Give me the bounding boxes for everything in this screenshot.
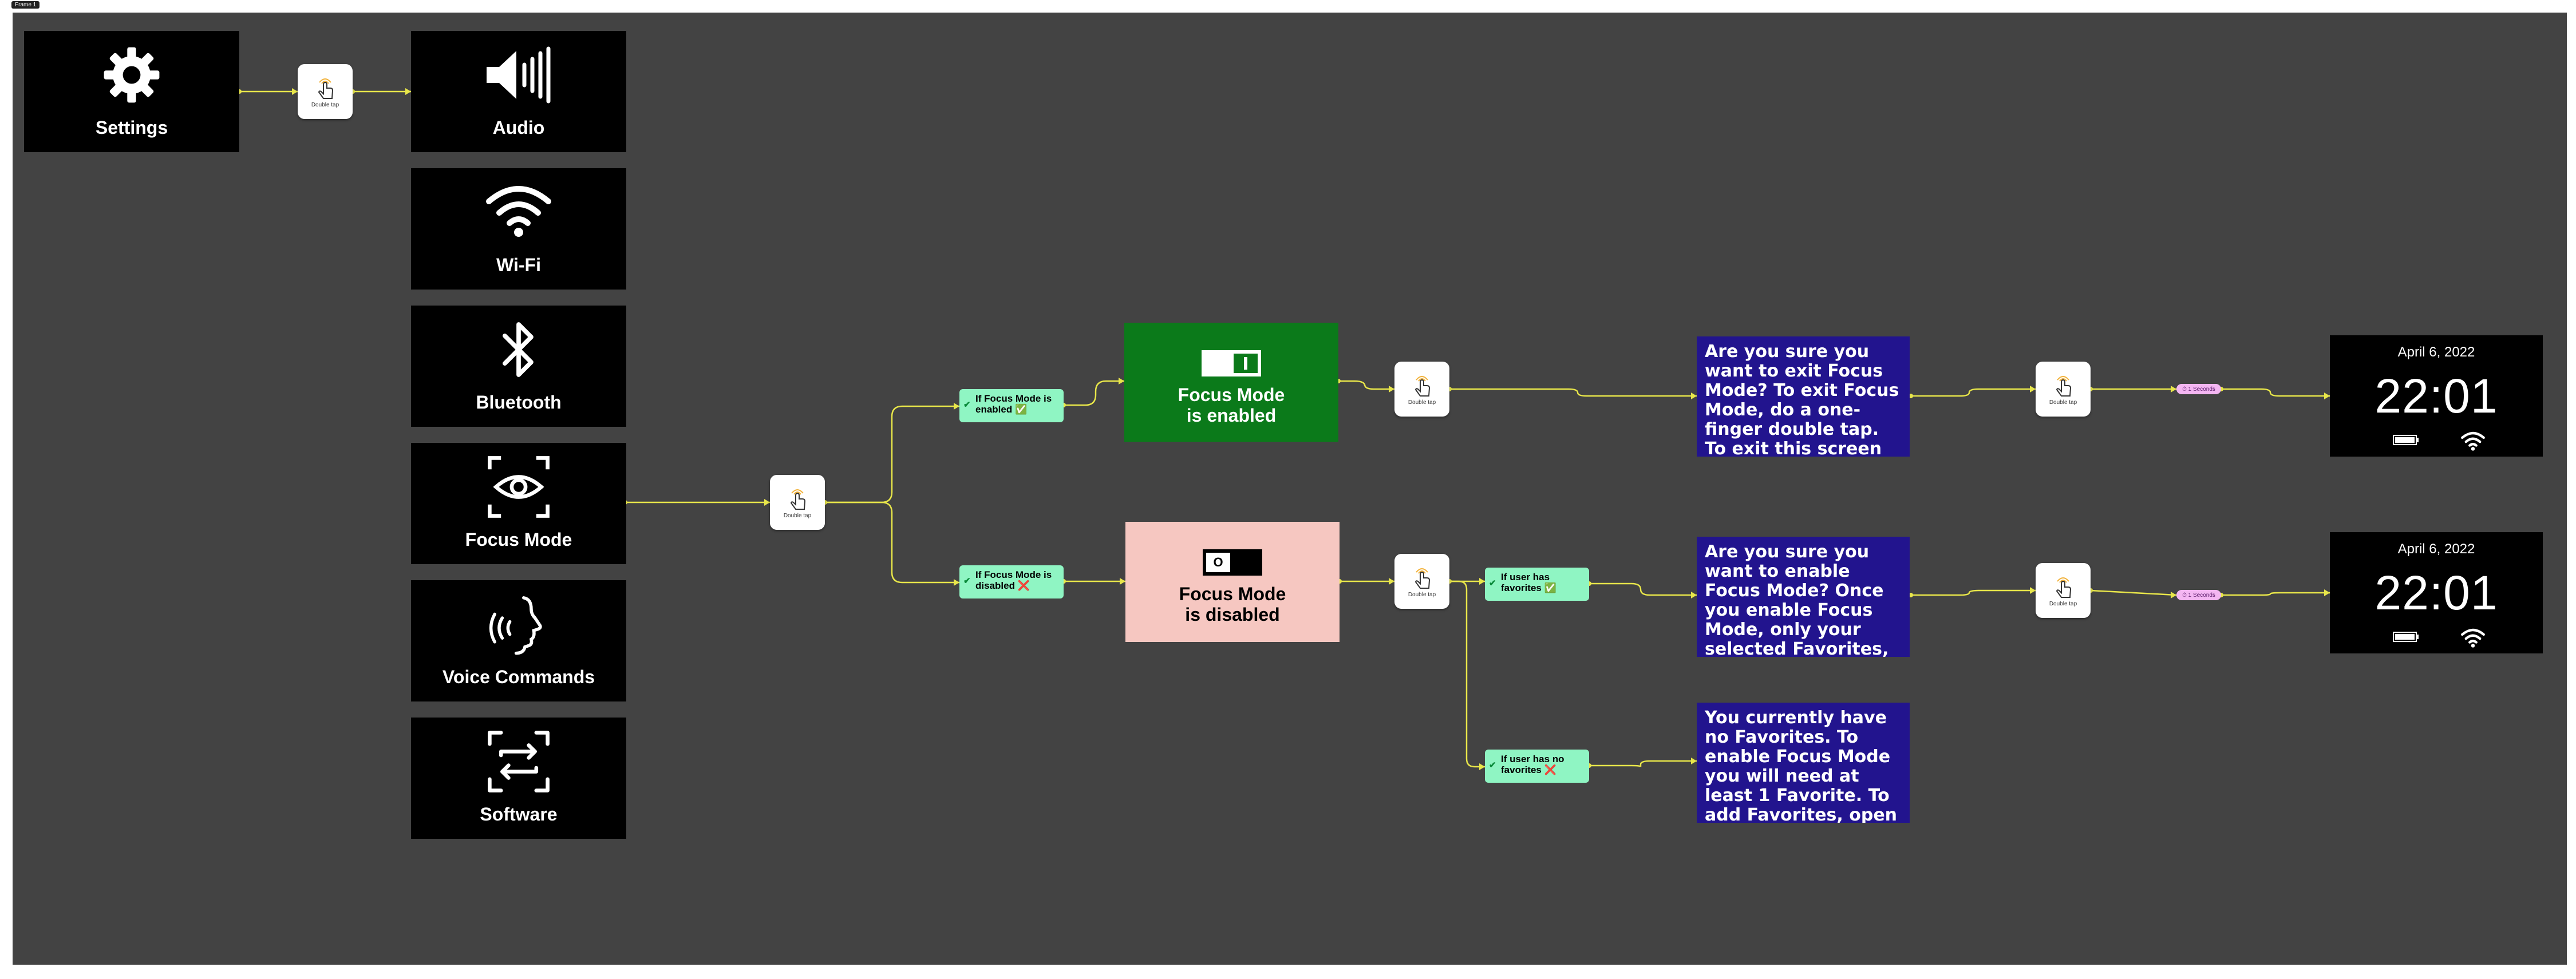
eye-icon [411,455,626,518]
double-tap-label: Double tap [1408,591,1436,598]
double-tap-node-settings[interactable]: Double tap [298,64,353,119]
audio-card[interactable]: Audio [411,31,626,152]
double-tap-node-enable[interactable]: Double tap [2036,563,2091,618]
double-tap-node-focus[interactable]: Double tap [770,475,825,530]
bluetooth-icon [411,318,626,381]
focus-disabled-card[interactable]: O Focus Mode is disabled [1125,522,1340,642]
enable-focus-prompt: Are you sure you want to enable Focus Mo… [1697,537,1910,657]
speaker-icon [411,43,626,106]
condition-no-favorites: ✔ If user has no favorites ❌ [1485,750,1589,783]
bluetooth-label: Bluetooth [476,392,562,413]
condition-text: If Focus Mode is enabled ✅ [975,393,1052,415]
voice-commands-label: Voice Commands [442,667,595,687]
clock-screen-top: April 6, 2022 22:01 [2330,335,2543,457]
clock-date: April 6, 2022 [2397,541,2475,557]
voice-commands-card[interactable]: Voice Commands [411,580,626,701]
wifi-card[interactable]: Wi-Fi [411,168,626,290]
condition-focus-enabled: ✔ If Focus Mode is enabled ✅ [959,389,1064,422]
battery-icon [2393,632,2419,642]
double-tap-label: Double tap [311,101,339,108]
focus-enabled-card[interactable]: Focus Mode is enabled [1124,323,1338,442]
double-tap-node-disabled[interactable]: Double tap [1394,554,1449,609]
flow-canvas [13,13,2567,965]
clock-time: 22:01 [2374,369,2498,423]
frame-label: Frame 1 [11,1,40,9]
wifi-icon [411,181,626,238]
branch-check-icon: ✔ [1489,578,1496,588]
double-tap-label: Double tap [783,512,812,519]
condition-has-favorites: ✔ If user has favorites ✅ [1485,568,1589,601]
clock-date: April 6, 2022 [2397,344,2475,360]
exit-focus-prompt: Are you sure you want to exit Focus Mode… [1697,336,1910,457]
audio-label: Audio [492,117,545,138]
clock-time: 22:01 [2374,566,2498,620]
settings-card[interactable]: Settings [24,31,239,152]
double-tap-icon [790,489,806,510]
battery-icon [2393,435,2419,445]
gear-icon [24,43,239,106]
software-label: Software [480,804,558,825]
double-tap-label: Double tap [2049,600,2077,607]
double-tap-label: Double tap [1408,399,1436,406]
bluetooth-card[interactable]: Bluetooth [411,306,626,427]
focus-mode-label: Focus Mode [465,529,572,550]
branch-check-icon: ✔ [1489,760,1496,770]
wifi-label: Wi-Fi [496,255,541,275]
condition-text: If Focus Mode is disabled ❌ [975,569,1052,591]
timer-badge-top: ⏱ 1 Seconds [2176,384,2221,394]
voice-icon [411,593,626,656]
timer-badge-bottom: ⏱ 1 Seconds [2176,590,2221,600]
double-tap-node-enabled[interactable]: Double tap [1394,362,1449,417]
toggle-on-icon [1202,350,1261,376]
toggle-off-icon: O [1203,549,1262,576]
focus-mode-card[interactable]: Focus Mode [411,443,626,564]
branch-check-icon: ✔ [963,400,971,410]
condition-text: If user has favorites ✅ [1501,572,1556,593]
double-tap-icon [2056,577,2072,598]
double-tap-icon [1415,375,1431,397]
toggle-off-glyph: O [1206,553,1230,572]
no-favorites-prompt: You currently have no Favorites. To enab… [1697,703,1910,823]
condition-text: If user has no favorites ❌ [1501,754,1564,775]
wifi-status-icon [2461,628,2485,648]
focus-disabled-text: Focus Mode is disabled [1179,584,1286,625]
software-update-icon [411,730,626,793]
settings-label: Settings [95,117,168,138]
condition-focus-disabled: ✔ If Focus Mode is disabled ❌ [959,565,1064,599]
double-tap-icon [1415,568,1431,589]
double-tap-icon [2056,375,2072,397]
wifi-status-icon [2461,431,2485,451]
focus-enabled-text: Focus Mode is enabled [1178,385,1285,426]
double-tap-icon [318,78,334,99]
branch-check-icon: ✔ [963,576,971,586]
double-tap-label: Double tap [2049,399,2077,406]
clock-screen-bottom: April 6, 2022 22:01 [2330,532,2543,653]
double-tap-node-exit[interactable]: Double tap [2036,362,2091,417]
software-card[interactable]: Software [411,718,626,839]
